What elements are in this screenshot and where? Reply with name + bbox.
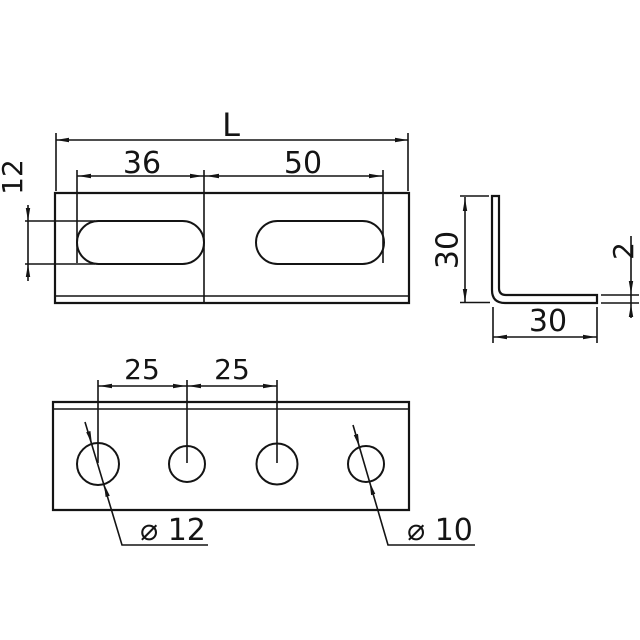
- dimension-leg-width: 30: [492, 304, 598, 343]
- extension-lines: [97, 380, 278, 463]
- profile-view: 30 30 2: [431, 194, 640, 343]
- dim-label-leg-height: 30: [431, 231, 466, 269]
- arrowhead-right: [395, 137, 408, 143]
- arrowhead-left: [494, 334, 507, 340]
- extension-lines: [55, 133, 409, 191]
- arrowhead-down: [462, 289, 468, 302]
- arrowhead: [369, 482, 376, 496]
- label-large-hole-diameter: ⌀ 12: [140, 513, 206, 548]
- leader-line: [352, 424, 475, 546]
- extension-lines: [601, 294, 639, 304]
- dimension-thickness: 2: [601, 236, 640, 318]
- arrowhead-down: [628, 281, 634, 294]
- dim-label-overall-length: L: [222, 106, 240, 144]
- arrowhead-up: [462, 198, 468, 211]
- dim-label-hole-spacing-left: 25: [124, 353, 160, 386]
- top-view: L 36 50 12: [0, 106, 411, 305]
- arrowhead: [353, 433, 360, 447]
- arrowhead-up: [628, 304, 634, 317]
- dim-label-hole-spacing-right: 25: [214, 353, 250, 386]
- hole-4-small: [347, 445, 385, 483]
- dim-label-thickness: 2: [607, 242, 640, 260]
- front-view: 25 25 ⌀ 12 ⌀ 10: [51, 353, 475, 548]
- leader-line: [84, 421, 208, 546]
- arrowhead: [99, 383, 112, 389]
- arrowhead-down: [25, 208, 31, 221]
- arrowhead: [206, 173, 219, 179]
- top-view-outline: [53, 191, 411, 305]
- arrowhead: [188, 383, 201, 389]
- arrowhead-left: [56, 137, 69, 143]
- arrowhead: [86, 431, 92, 444]
- arrowhead: [263, 383, 276, 389]
- l-profile-outline: [490, 194, 599, 305]
- dimension-overall-length: L: [55, 106, 409, 191]
- arrowhead: [369, 173, 382, 179]
- dimension-leg-height: 30: [431, 195, 490, 304]
- slot-right: [255, 220, 385, 265]
- extension-lines: [76, 170, 384, 303]
- extension-lines: [25, 220, 95, 265]
- slot-left: [76, 220, 205, 265]
- dim-label-leg-width: 30: [529, 304, 567, 339]
- front-view-outline: [51, 400, 411, 512]
- leader-large-hole-diameter: ⌀ 12: [84, 421, 208, 548]
- dim-label-slot-spacing: 50: [284, 146, 322, 181]
- label-small-hole-diameter: ⌀ 10: [407, 513, 473, 548]
- arrowhead-up: [25, 264, 31, 277]
- leader-small-hole-diameter: ⌀ 10: [352, 424, 475, 548]
- arrowhead-right: [583, 334, 596, 340]
- dimension-slot-width: 12: [0, 159, 95, 281]
- dimension-slot-lengths: 36 50: [76, 146, 384, 303]
- arrowhead: [78, 173, 91, 179]
- dimension-hole-spacing: 25 25: [97, 353, 278, 463]
- arrowhead: [173, 383, 186, 389]
- dim-label-slot-length: 36: [123, 146, 161, 181]
- dim-label-slot-width: 12: [0, 159, 29, 195]
- arrowhead: [104, 484, 110, 497]
- arrowhead: [190, 173, 203, 179]
